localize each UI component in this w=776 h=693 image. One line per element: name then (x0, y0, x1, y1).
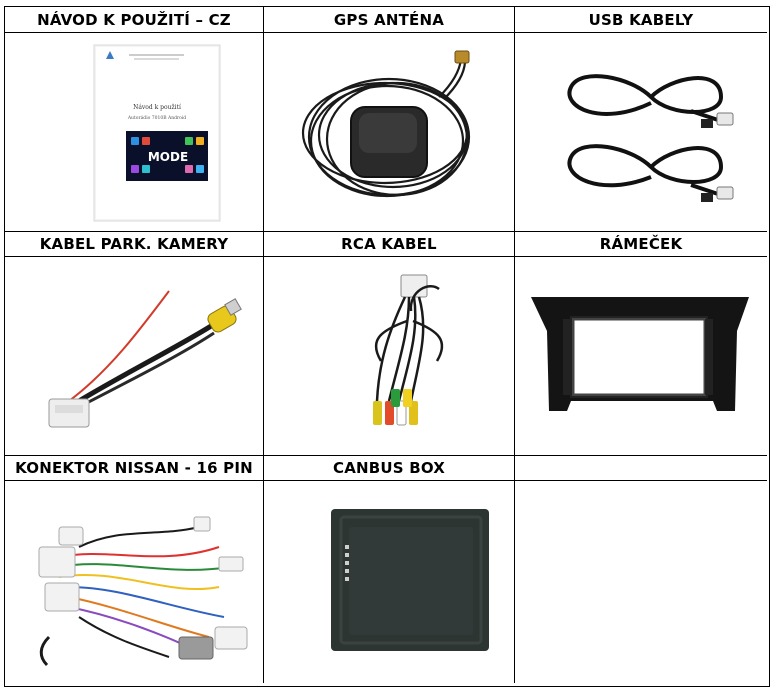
camera-cable-image (48, 290, 242, 428)
dash-frame-image (531, 297, 749, 411)
header-rca-cable: RCA KABEL (264, 232, 515, 257)
header-camera-cable: KABEL PARK. KAMERY (5, 232, 264, 257)
header-frame: RÁMEČEK (515, 232, 767, 257)
header-canbus-box: CANBUS BOX (264, 456, 515, 481)
header-nissan-connector: KONEKTOR NISSAN - 16 PIN (5, 456, 264, 481)
header-empty (515, 456, 767, 481)
usb-cables-image (567, 74, 734, 202)
manual-booklet-image: Návod k použití Autorádio 7010B Android … (93, 44, 221, 222)
usb-cables-image-cell (515, 33, 767, 232)
nissan-harness-image (38, 516, 248, 667)
gps-antenna-image-cell (264, 33, 515, 232)
empty-image-cell (515, 481, 767, 683)
rca-cable-image (373, 274, 444, 426)
accessories-table: NÁVOD K POUŽITÍ – CZ GPS ANTÉNA USB KABE… (4, 6, 770, 687)
nissan-connector-image-cell (5, 481, 264, 683)
manual-subtitle: Autorádio 7010B Android (127, 114, 186, 121)
header-gps-antenna: GPS ANTÉNA (264, 7, 515, 33)
manual-title: Návod k použití (133, 104, 181, 111)
camera-cable-image-cell (5, 257, 264, 456)
rca-cable-image-cell (264, 257, 515, 456)
frame-image-cell (515, 257, 767, 456)
canbus-box-image-cell (264, 481, 515, 683)
header-usb-cables: USB KABELY (515, 7, 767, 33)
canbus-box-image (331, 509, 489, 651)
manual-image-cell: Návod k použití Autorádio 7010B Android … (5, 33, 264, 232)
header-manual: NÁVOD K POUŽITÍ – CZ (5, 7, 264, 33)
manual-screen-logo: MODE (148, 150, 188, 164)
gps-antenna-image (301, 50, 471, 198)
